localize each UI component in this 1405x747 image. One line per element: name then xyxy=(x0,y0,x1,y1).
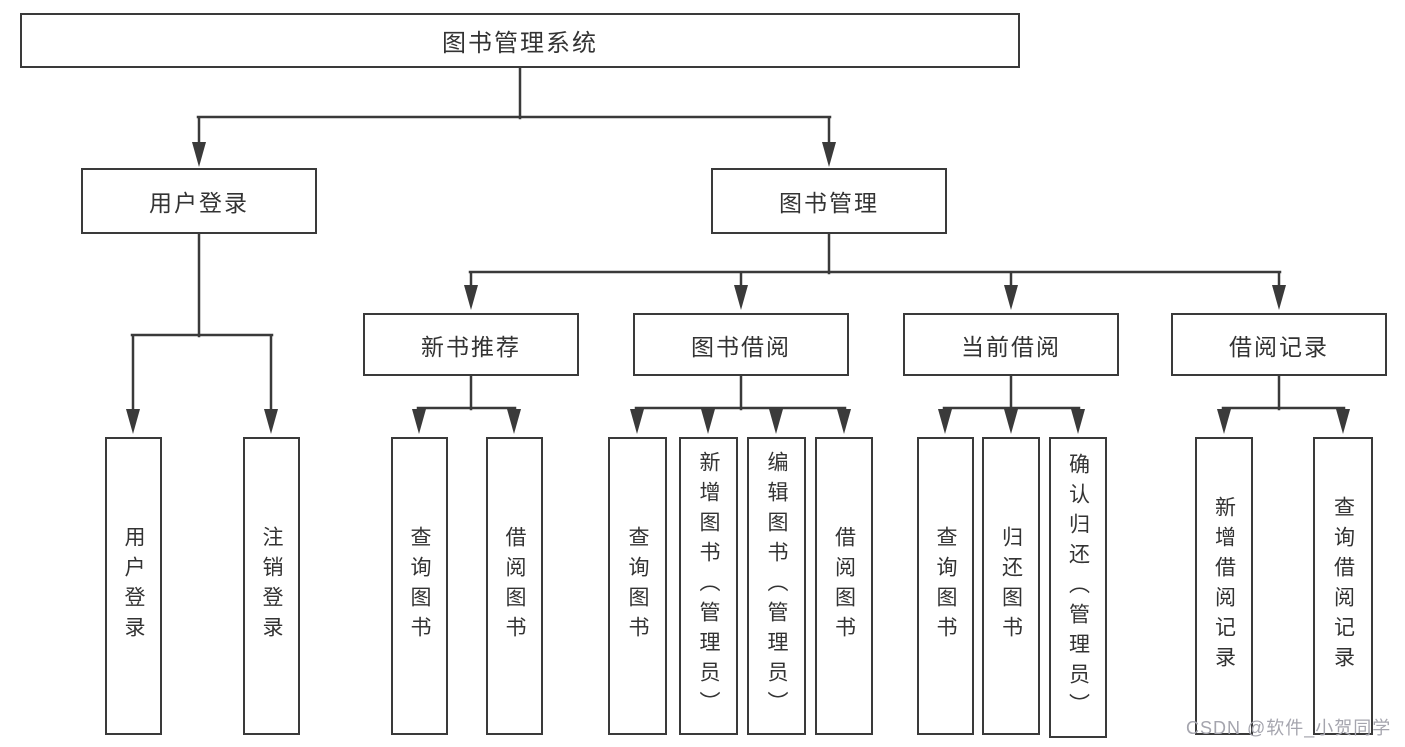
arrow-icon xyxy=(1071,409,1085,434)
node-book-borrowing: 图书借阅 xyxy=(633,313,849,376)
leaf-user-login: 用户登录 xyxy=(105,437,162,735)
tree-connectors xyxy=(130,66,1346,412)
arrow-icon xyxy=(192,142,206,167)
leaf-query-books-borrowing: 查询图书 xyxy=(608,437,667,735)
leaf-borrow-books-borrowing: 借阅图书 xyxy=(815,437,873,735)
node-new-book-recommendation: 新书推荐 xyxy=(363,313,579,376)
leaf-query-books-recommend: 查询图书 xyxy=(391,437,448,735)
node-borrowing-records: 借阅记录 xyxy=(1171,313,1387,376)
leaf-edit-books-admin: 编辑图书（管理员） xyxy=(747,437,806,735)
arrow-icon xyxy=(126,409,140,434)
leaf-query-borrowing-record: 查询借阅记录 xyxy=(1313,437,1373,735)
arrow-icon xyxy=(1336,409,1350,434)
node-book-management: 图书管理 xyxy=(711,168,947,234)
leaf-return-books: 归还图书 xyxy=(982,437,1040,735)
arrowheads xyxy=(126,142,1350,434)
node-root-book-management-system: 图书管理系统 xyxy=(20,13,1020,68)
arrow-icon xyxy=(1004,285,1018,310)
leaf-add-books-admin: 新增图书（管理员） xyxy=(679,437,738,735)
leaf-logout: 注销登录 xyxy=(243,437,300,735)
arrow-icon xyxy=(264,409,278,434)
arrow-icon xyxy=(1004,409,1018,434)
arrow-icon xyxy=(507,409,521,434)
arrow-icon xyxy=(464,285,478,310)
node-current-borrowing: 当前借阅 xyxy=(903,313,1119,376)
leaf-add-borrowing-record: 新增借阅记录 xyxy=(1195,437,1253,735)
node-user-login: 用户登录 xyxy=(81,168,317,234)
arrow-icon xyxy=(412,409,426,434)
arrow-icon xyxy=(734,285,748,310)
leaf-query-books-current: 查询图书 xyxy=(917,437,974,735)
arrow-icon xyxy=(769,409,783,434)
arrow-icon xyxy=(1272,285,1286,310)
csdn-watermark: CSDN @软件_小贺同学 xyxy=(1186,718,1392,738)
leaf-borrow-books-recommend: 借阅图书 xyxy=(486,437,543,735)
arrow-icon xyxy=(701,409,715,434)
arrow-icon xyxy=(630,409,644,434)
arrow-icon xyxy=(938,409,952,434)
leaf-confirm-return-admin: 确认归还（管理员） xyxy=(1049,437,1107,738)
arrow-icon xyxy=(837,409,851,434)
arrow-icon xyxy=(822,142,836,167)
arrow-icon xyxy=(1217,409,1231,434)
